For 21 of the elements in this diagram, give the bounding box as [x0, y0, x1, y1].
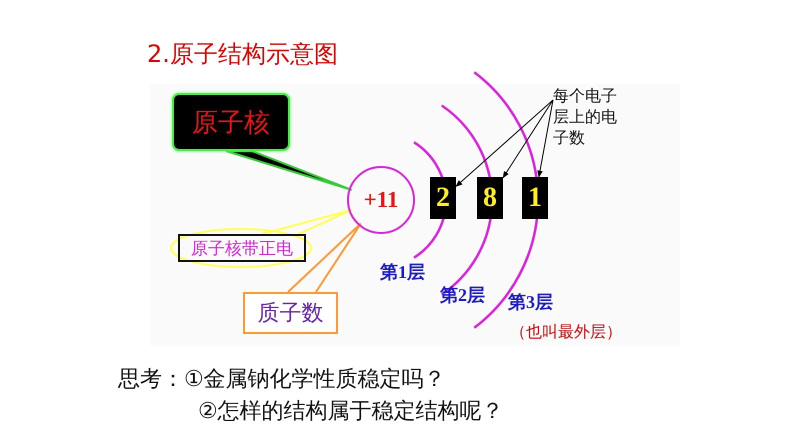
electron-count-box: 2 — [430, 177, 456, 219]
callout-box: 原子核 — [172, 93, 290, 151]
title: 2.原子结构示意图 — [147, 39, 338, 70]
arrow — [455, 100, 554, 187]
callout-line — [287, 222, 362, 293]
question-text: 思考：①金属钠化学性质稳定吗？ — [118, 366, 446, 394]
arrow — [537, 100, 554, 178]
arrow — [502, 100, 554, 178]
question-text: ②怎样的结构属于稳定结构呢？ — [198, 398, 504, 426]
callout-tail — [225, 150, 353, 191]
callout-line — [260, 208, 353, 235]
shell-label: 第3层 — [508, 291, 553, 314]
electron-count-box: 8 — [477, 177, 503, 219]
label-box: 质子数 — [243, 292, 338, 334]
label-box: 原子核带正电 — [178, 234, 306, 262]
note-text: （也叫最外层） — [510, 322, 622, 343]
shell-label: 第2层 — [440, 284, 485, 307]
note-text: 每个电子层上的电子数 — [553, 86, 623, 156]
electron-count-box: 1 — [522, 177, 548, 219]
shell-label: 第1层 — [380, 261, 425, 284]
nucleus-circle: +11 — [347, 166, 415, 234]
